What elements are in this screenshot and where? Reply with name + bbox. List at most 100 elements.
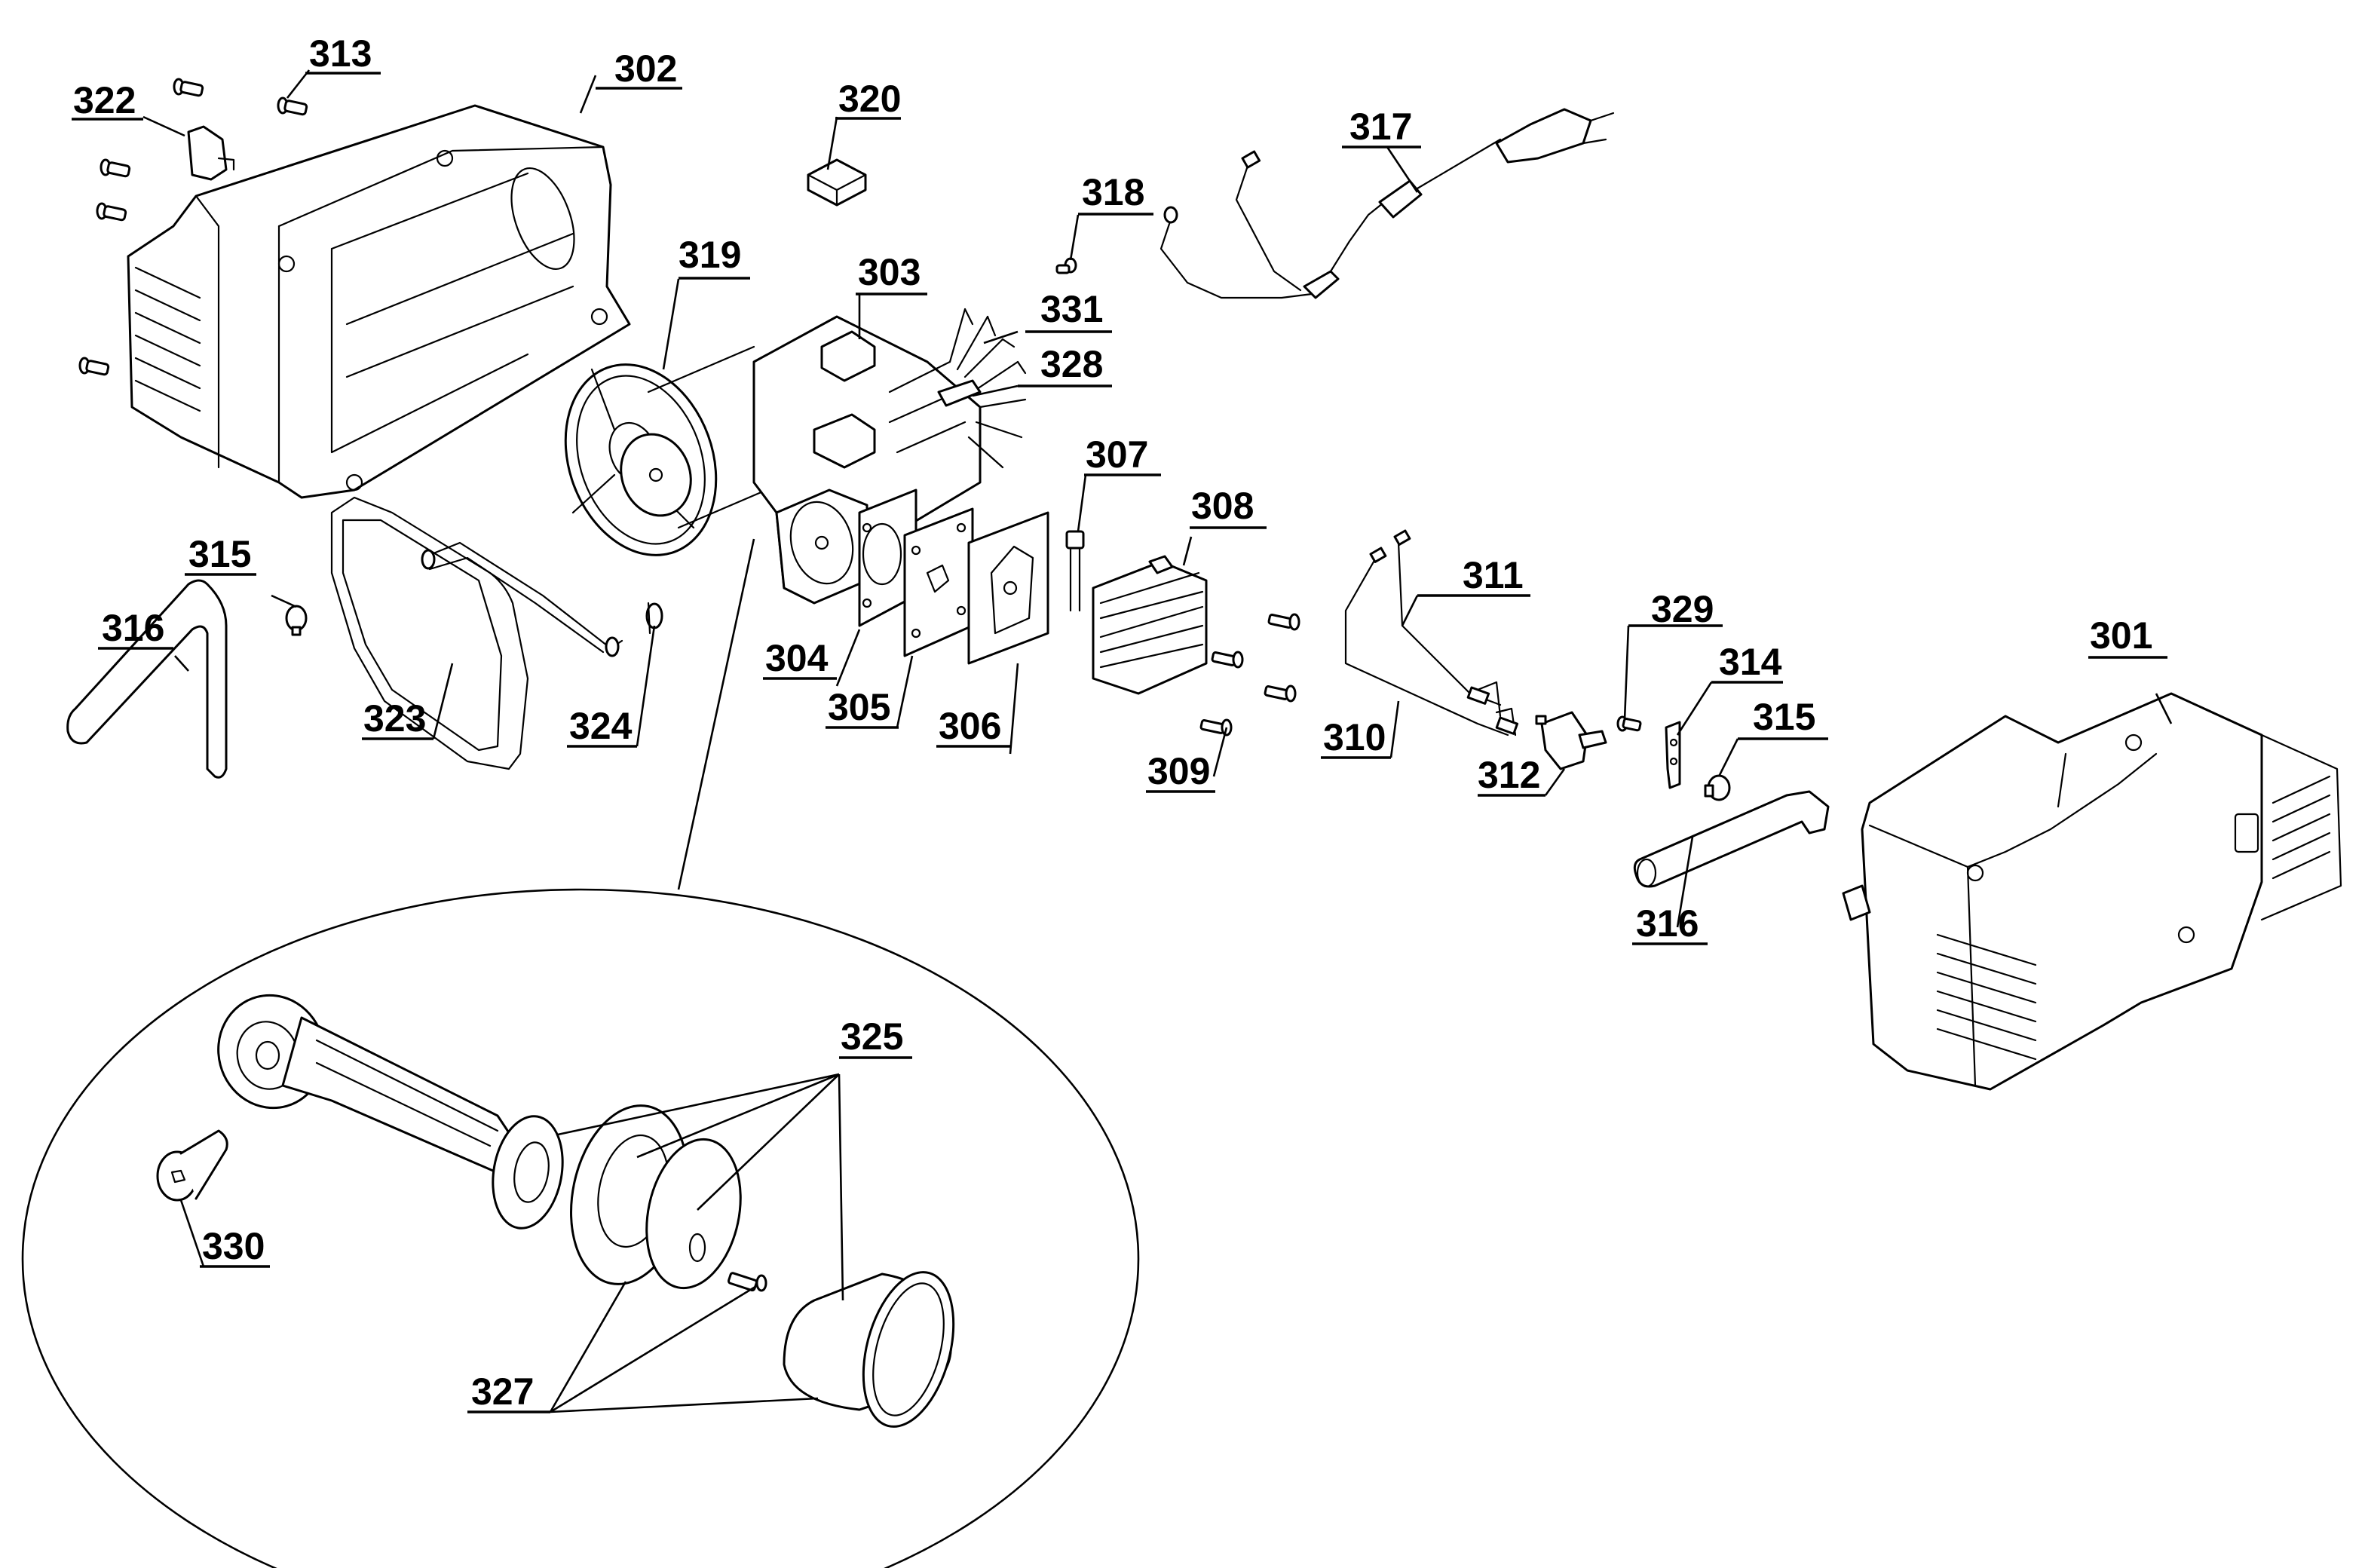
callout-306[interactable]: 306 <box>936 705 1010 748</box>
callout-325[interactable]: 325 <box>839 1015 912 1059</box>
svg-text:304: 304 <box>765 637 829 679</box>
callout-305[interactable]: 305 <box>826 686 899 729</box>
callout-303[interactable]: 303 <box>856 251 927 296</box>
svg-text:316: 316 <box>102 607 164 649</box>
callout-310[interactable]: 310 <box>1321 716 1391 759</box>
svg-text:305: 305 <box>828 686 890 728</box>
svg-text:307: 307 <box>1086 433 1148 476</box>
svg-text:318: 318 <box>1082 171 1144 213</box>
motor-pump-303 <box>752 315 982 605</box>
callout-322[interactable]: 322 <box>72 79 143 121</box>
retainer-screw-327 <box>727 1272 767 1292</box>
svg-text:329: 329 <box>1651 588 1714 630</box>
hose-clamp-315-right <box>1704 774 1731 801</box>
callout-312[interactable]: 312 <box>1478 754 1545 797</box>
callout-304[interactable]: 304 <box>763 637 837 680</box>
screw-329 <box>1616 715 1642 732</box>
hose-316-right <box>1633 790 1830 888</box>
foam-pad-320 <box>807 158 867 207</box>
svg-text:320: 320 <box>838 78 901 120</box>
svg-text:303: 303 <box>858 251 921 293</box>
hose-316-left <box>66 579 228 779</box>
callout-309[interactable]: 309 <box>1146 750 1215 793</box>
svg-text:306: 306 <box>939 705 1001 747</box>
svg-text:330: 330 <box>202 1225 265 1267</box>
svg-text:302: 302 <box>614 47 677 90</box>
vent-slots-301-side <box>2272 775 2331 880</box>
callout-330[interactable]: 330 <box>200 1225 270 1268</box>
callout-329[interactable]: 329 <box>1628 588 1723 630</box>
svg-text:309: 309 <box>1147 750 1210 792</box>
discharge-tube-323 <box>330 496 623 770</box>
thermal-switch-328 <box>937 379 982 407</box>
svg-text:319: 319 <box>679 234 741 276</box>
svg-text:323: 323 <box>363 697 426 740</box>
gasket-304 <box>858 488 917 627</box>
svg-text:327: 327 <box>471 1370 534 1413</box>
retainer-disc-325 <box>645 1138 742 1290</box>
detail-view-connecting-rod <box>21 538 1140 1568</box>
pulley-belt-319 <box>564 345 786 556</box>
callout-313[interactable]: 313 <box>305 32 381 75</box>
svg-text:310: 310 <box>1323 716 1386 758</box>
svg-text:316: 316 <box>1636 902 1699 945</box>
callout-319[interactable]: 319 <box>679 234 750 280</box>
svg-text:301: 301 <box>2090 614 2152 657</box>
svg-text:313: 313 <box>309 32 372 75</box>
svg-text:325: 325 <box>841 1015 903 1058</box>
callout-316-left[interactable]: 316 <box>98 607 173 650</box>
callout-301[interactable]: 301 <box>2088 614 2167 659</box>
valve-plate-305 <box>903 507 974 657</box>
callout-311[interactable]: 311 <box>1417 554 1530 597</box>
svg-text:311: 311 <box>1463 554 1524 596</box>
callout-314[interactable]: 314 <box>1711 641 1783 684</box>
callout-302[interactable]: 302 <box>596 47 682 90</box>
callout-labels: 313 302 322 320 317 318 319 303 331 328 … <box>72 32 2167 1413</box>
pressure-switch-312 <box>1535 711 1607 770</box>
svg-text:324: 324 <box>569 705 633 747</box>
bracket-314 <box>1665 721 1681 789</box>
screws-313 <box>78 78 308 376</box>
switch-322 <box>187 125 235 181</box>
vent-slots <box>134 266 201 412</box>
power-cord-317 <box>1159 108 1615 299</box>
connecting-rod-325 <box>217 994 564 1230</box>
svg-text:312: 312 <box>1478 754 1540 796</box>
svg-text:315: 315 <box>188 533 251 575</box>
head-screws-309 <box>1199 613 1300 737</box>
breather-307 <box>1065 530 1085 612</box>
callout-316-right[interactable]: 316 <box>1632 902 1708 945</box>
callout-315-left[interactable]: 315 <box>185 533 256 576</box>
callout-328[interactable]: 328 <box>1018 343 1112 387</box>
svg-text:317: 317 <box>1349 106 1412 148</box>
callout-307[interactable]: 307 <box>1084 433 1161 476</box>
callout-320[interactable]: 320 <box>835 78 901 120</box>
hose-clamp-315-left <box>285 605 308 636</box>
callout-331[interactable]: 331 <box>1025 288 1112 333</box>
callout-318[interactable]: 318 <box>1078 171 1153 216</box>
leader-lines <box>142 69 2173 1413</box>
shroud-left-302 <box>127 104 631 499</box>
gasket-306 <box>967 511 1049 665</box>
callout-315-right[interactable]: 315 <box>1738 696 1828 740</box>
callout-317[interactable]: 317 <box>1342 106 1421 149</box>
svg-text:315: 315 <box>1753 696 1815 738</box>
shroud-right-301 <box>1842 692 2342 1091</box>
wire-harness-310-311 <box>1344 529 1519 737</box>
vent-slots-301-front <box>1936 933 2037 1061</box>
callout-308[interactable]: 308 <box>1190 485 1267 529</box>
svg-text:308: 308 <box>1191 485 1254 527</box>
detail-leader-line <box>677 538 755 890</box>
callout-324[interactable]: 324 <box>567 705 637 748</box>
cylinder-head-308 <box>1092 555 1208 695</box>
cylinder-sleeve-325 <box>783 1271 955 1428</box>
rod-bolt-330 <box>156 1129 228 1202</box>
svg-text:328: 328 <box>1040 343 1103 385</box>
svg-text:322: 322 <box>73 79 136 121</box>
callout-323[interactable]: 323 <box>362 697 433 740</box>
callout-327[interactable]: 327 <box>467 1370 550 1413</box>
screw-318 <box>1055 257 1077 274</box>
fan-331 <box>948 308 1027 469</box>
svg-text:314: 314 <box>1719 641 1782 683</box>
